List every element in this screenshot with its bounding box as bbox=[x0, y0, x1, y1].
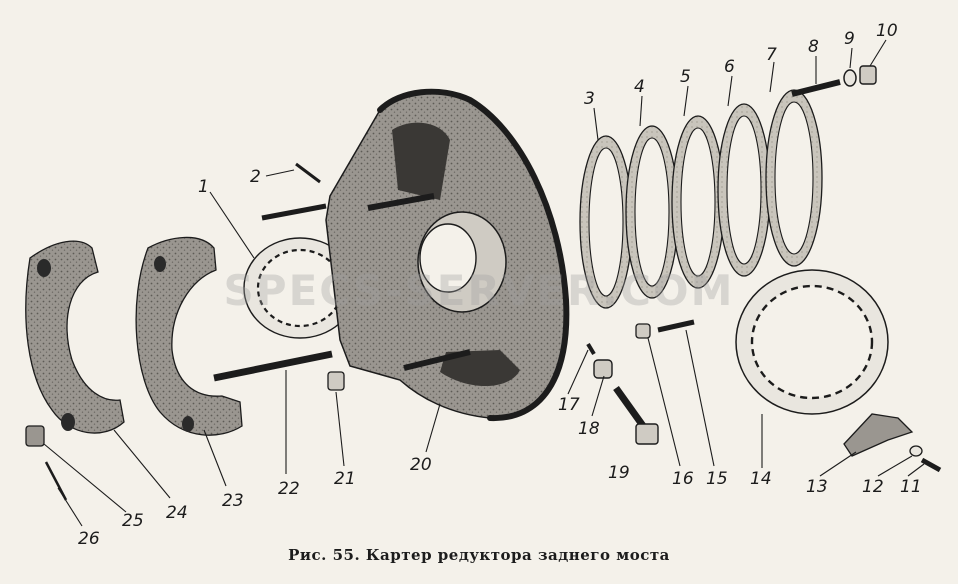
part-6-gasket bbox=[717, 103, 771, 277]
callout-13: 13 bbox=[806, 477, 828, 497]
part-8-bolt bbox=[791, 79, 841, 97]
part-9-washer bbox=[843, 69, 857, 87]
housing-stud-middle bbox=[367, 193, 435, 211]
housing-stud-lower bbox=[403, 349, 471, 371]
callout-6: 6 bbox=[724, 57, 735, 77]
part-16-nut bbox=[635, 323, 651, 339]
callout-15: 15 bbox=[706, 469, 728, 489]
part-12-washer bbox=[909, 445, 923, 457]
part-15-screw bbox=[657, 319, 695, 333]
part-5-gasket bbox=[671, 115, 725, 289]
callout-25: 25 bbox=[122, 511, 144, 531]
callout-1: 1 bbox=[198, 177, 209, 197]
callout-21: 21 bbox=[334, 469, 356, 489]
callout-7: 7 bbox=[766, 45, 777, 65]
callout-14: 14 bbox=[750, 469, 772, 489]
part-4-gasket bbox=[625, 125, 679, 299]
housing-stud-upper bbox=[261, 203, 327, 221]
part-19-bolt bbox=[613, 385, 649, 433]
callout-24: 24 bbox=[166, 503, 188, 523]
part-14-splined-ring bbox=[735, 269, 889, 415]
callout-10: 10 bbox=[876, 21, 898, 41]
callout-numbers: 1 2 3 4 5 6 7 8 9 10 11 12 13 14 15 16 1… bbox=[78, 21, 922, 549]
part-22-long-stud bbox=[213, 350, 333, 382]
part-10-nut bbox=[859, 65, 877, 85]
leader-lines bbox=[43, 39, 925, 527]
callout-11: 11 bbox=[900, 477, 922, 497]
callout-19: 19 bbox=[608, 463, 630, 483]
part-26-cotter-pin bbox=[44, 461, 68, 501]
callout-18: 18 bbox=[578, 419, 600, 439]
callout-3: 3 bbox=[584, 89, 595, 109]
callout-26: 26 bbox=[78, 529, 100, 549]
part-24-bearing-cap bbox=[25, 240, 125, 434]
part-1-splined-ring bbox=[243, 237, 357, 339]
part-2-pin bbox=[295, 162, 321, 184]
part-17-fitting bbox=[586, 342, 596, 356]
callout-8: 8 bbox=[808, 37, 819, 57]
figure-caption: Рис. 55. Картер редуктора заднего моста bbox=[288, 546, 670, 564]
part-20-reducer-housing bbox=[325, 88, 570, 422]
gasket-set bbox=[579, 89, 823, 309]
callout-4: 4 bbox=[634, 77, 645, 97]
callout-17: 17 bbox=[558, 395, 580, 415]
callout-23: 23 bbox=[222, 491, 244, 511]
part-21-nut bbox=[327, 371, 345, 391]
part-19-bolt-head bbox=[635, 423, 659, 445]
callout-20: 20 bbox=[410, 455, 432, 475]
part-11-screw bbox=[920, 457, 942, 473]
part-25-castle-nut bbox=[25, 425, 45, 447]
callout-9: 9 bbox=[844, 29, 855, 49]
callout-2: 2 bbox=[250, 167, 261, 187]
callout-5: 5 bbox=[680, 67, 691, 87]
callout-16: 16 bbox=[672, 469, 694, 489]
part-13-bracket bbox=[843, 413, 914, 457]
callout-22: 22 bbox=[278, 479, 300, 499]
part-3-gasket bbox=[579, 135, 633, 309]
part-23-bearing-cap bbox=[135, 236, 243, 436]
part-7-gasket bbox=[765, 89, 823, 267]
part-18-nut bbox=[593, 359, 613, 379]
callout-12: 12 bbox=[862, 477, 884, 497]
